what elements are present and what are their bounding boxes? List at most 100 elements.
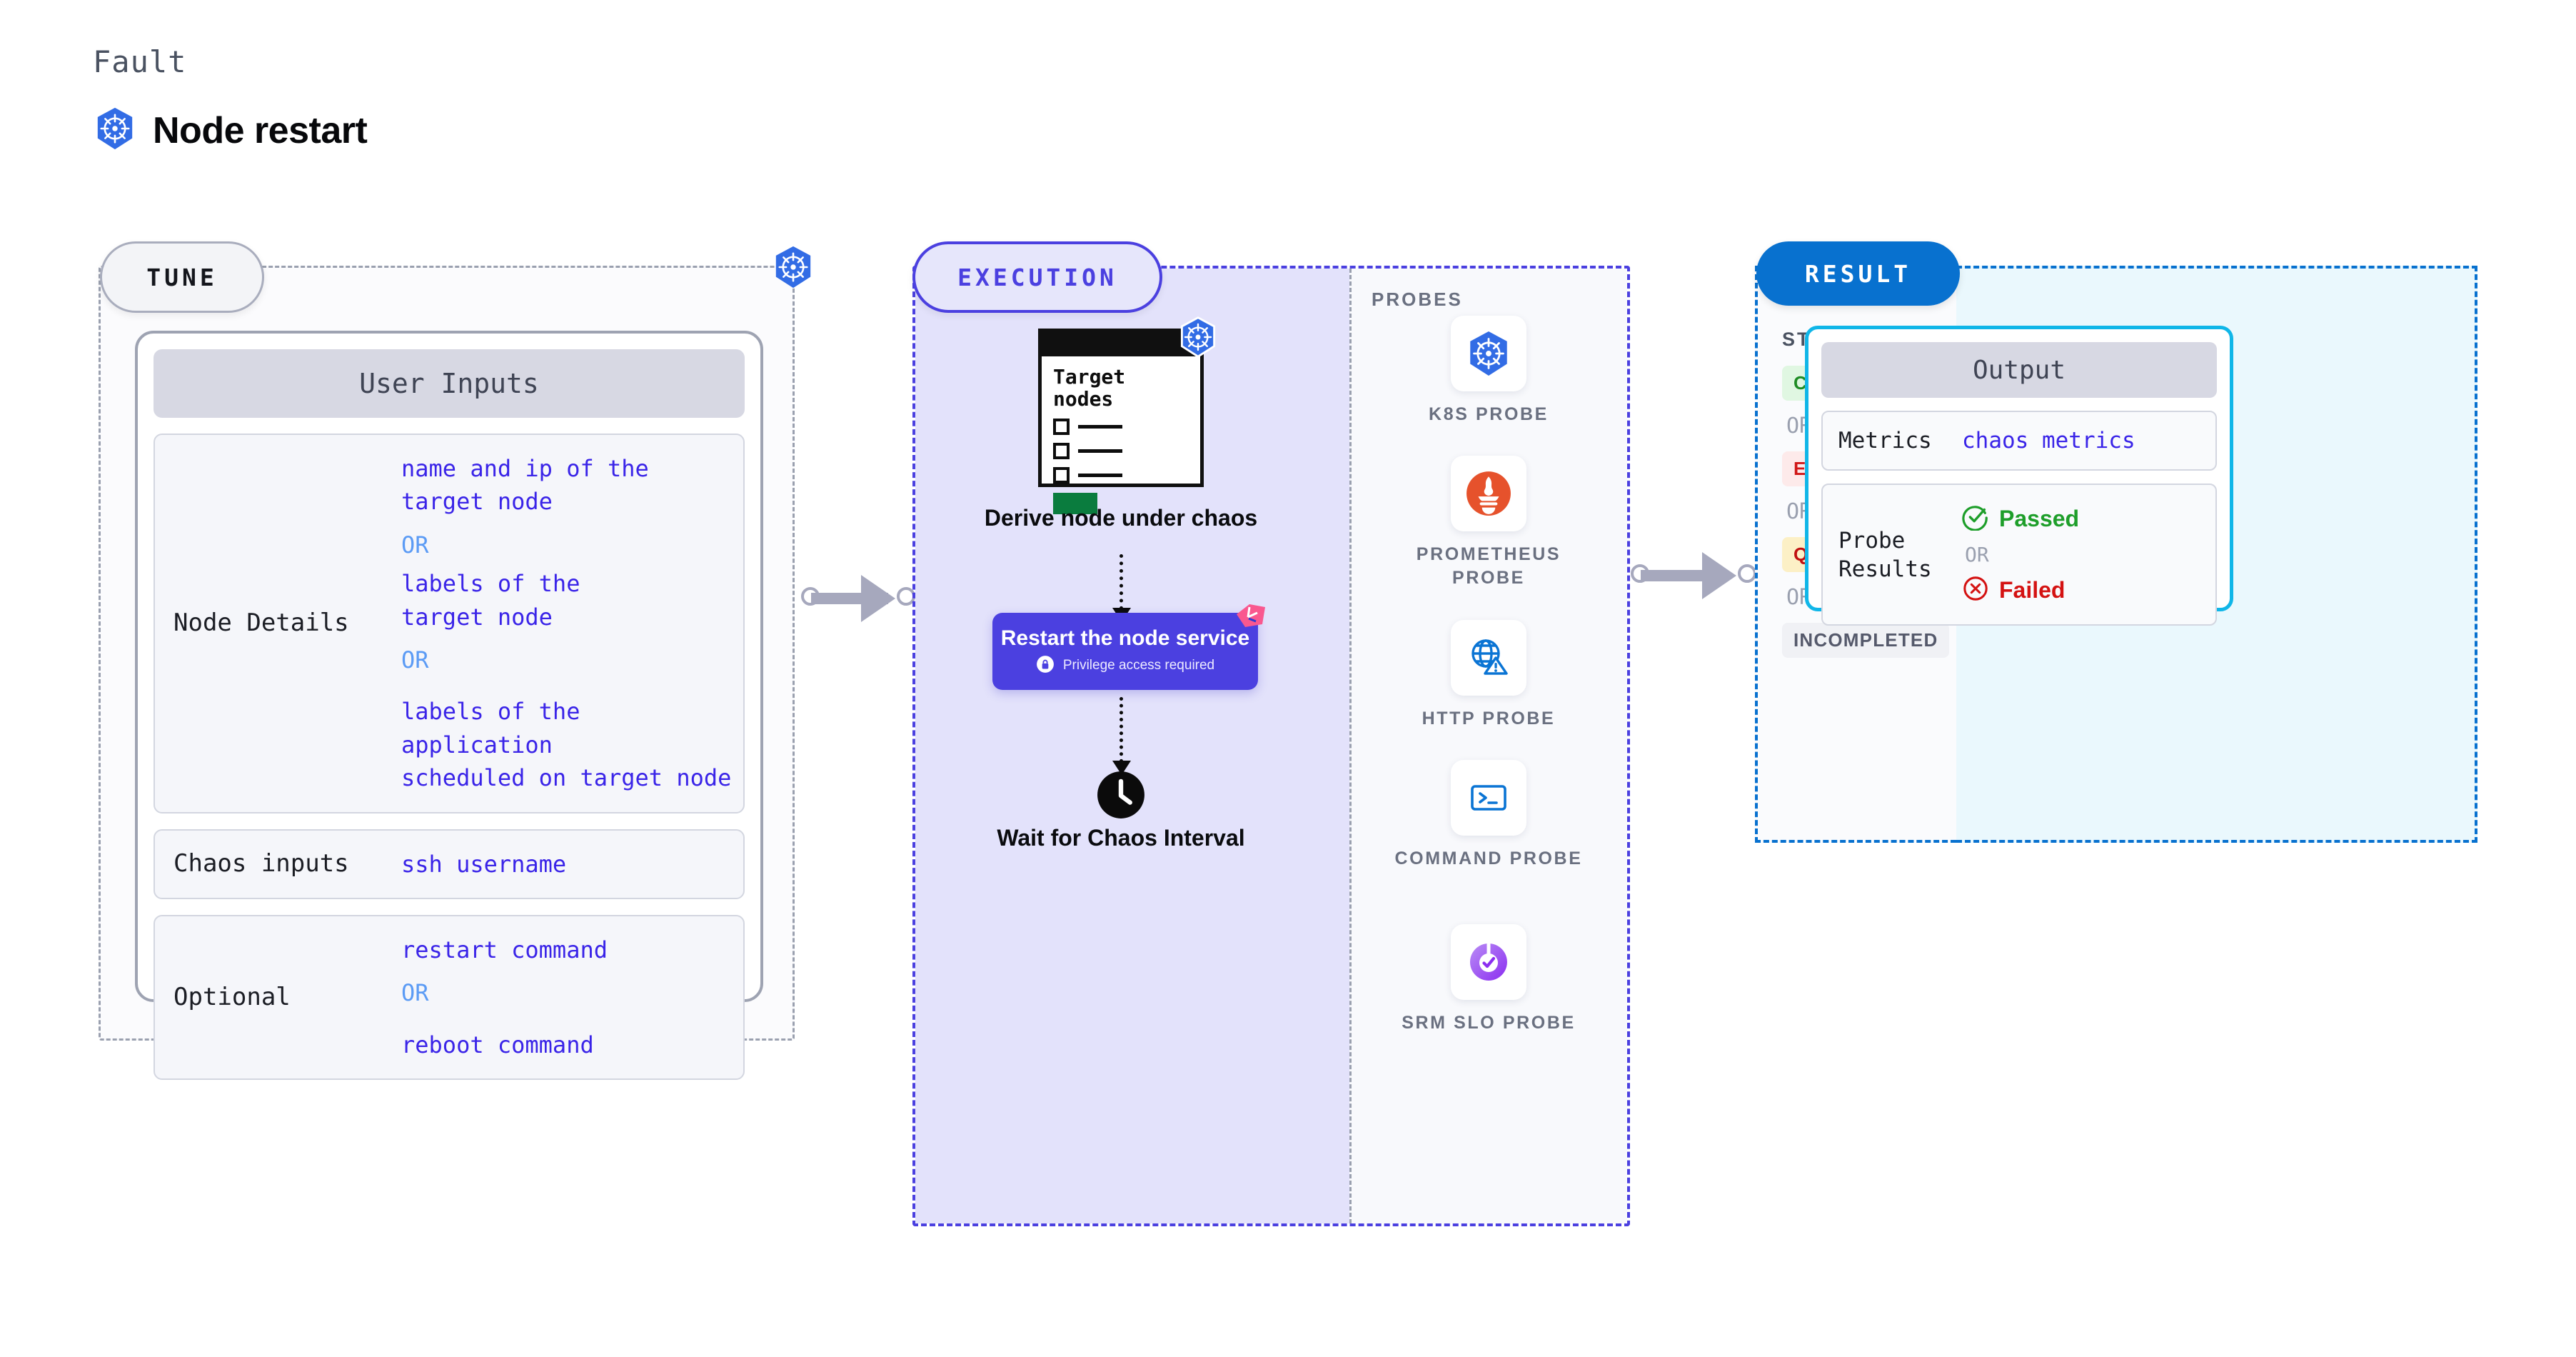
or-separator: OR — [401, 531, 429, 559]
input-value: restart command — [401, 936, 608, 963]
tune-badge[interactable]: TUNE — [100, 241, 264, 313]
checkbox-icon — [1053, 418, 1070, 435]
clock-icon — [1097, 771, 1145, 823]
list-line — [1078, 449, 1122, 453]
input-value-group: name and ip of the target node OR labels… — [401, 452, 743, 795]
prometheus-icon — [1451, 456, 1526, 531]
step-caption-derive-node: Derive node under chaos — [984, 505, 1258, 531]
input-value: labels of the — [401, 570, 580, 598]
probe-label: COMMAND PROBE — [1394, 848, 1583, 868]
execution-panel: Target nodes — [912, 266, 1630, 1226]
kubernetes-icon — [771, 245, 815, 293]
result-panel: STATUS COMPLETED OR ERRORED OR QUEUED OR… — [1755, 266, 2477, 843]
flow-arrow — [1112, 554, 1131, 622]
or-separator: OR — [401, 646, 429, 674]
probe-label: SRM SLO PROBE — [1402, 1013, 1576, 1033]
probe-k8s[interactable]: K8S PROBE — [1382, 316, 1596, 426]
input-key: Chaos inputs — [173, 848, 349, 878]
output-title: Output — [1821, 342, 2217, 398]
globe-warning-icon — [1451, 620, 1526, 696]
step-restart-node-service[interactable]: Restart the node service Privilege acces… — [992, 604, 1265, 690]
or-separator: OR — [401, 979, 429, 1007]
or-separator: OR — [1965, 543, 1989, 567]
probe-prometheus[interactable]: PROMETHEUS PROBE — [1382, 456, 1596, 589]
checklist-item — [1053, 442, 1189, 459]
probe-label: K8S PROBE — [1429, 404, 1549, 424]
probe-label: PROMETHEUS PROBE — [1416, 544, 1561, 588]
probes-label: PROBES — [1372, 289, 1463, 310]
input-key: Optional — [173, 982, 291, 1011]
probe-result-label: Failed — [1999, 577, 2066, 604]
user-inputs-card: User Inputs Node Details name and ip of … — [135, 331, 763, 1081]
x-circle-icon — [1962, 575, 1989, 606]
step-caption-wait-for-chaos-interval: Wait for Chaos Interval — [997, 825, 1245, 851]
check-circle-icon — [1962, 504, 1989, 534]
input-value: name and ip of the — [401, 455, 649, 482]
input-value: labels of the application — [401, 698, 580, 758]
input-value: scheduled on target node — [401, 764, 732, 792]
connector-execution-to-result — [1631, 552, 1758, 599]
arrow-head — [1112, 761, 1131, 775]
title-row: Node restart — [93, 106, 368, 154]
input-value: target node — [401, 488, 553, 516]
srm-slo-donut-icon — [1451, 924, 1526, 1000]
input-row-node-details: Node Details name and ip of the target n… — [154, 434, 745, 813]
probe-results-group: Passed OR Failed — [1962, 504, 2079, 606]
output-key: Probe Results — [1838, 527, 1932, 582]
page-header: Fault Node restart — [93, 44, 368, 154]
probe-srm-slo[interactable]: SRM SLO PROBE — [1382, 924, 1596, 1035]
step-title: Restart the node service — [1000, 626, 1250, 650]
input-value: target node — [401, 603, 553, 631]
input-value: reboot command — [401, 1031, 594, 1058]
connector-arrowhead — [861, 575, 895, 622]
lock-icon — [1036, 655, 1055, 677]
flow-arrow — [1112, 697, 1131, 775]
input-value-group: restart command OR reboot command — [401, 933, 608, 1061]
card-body: Target nodes — [1042, 356, 1200, 514]
input-key: Node Details — [173, 608, 349, 637]
fault-label: Fault — [93, 44, 187, 79]
probes-column: PROBES K8S PROBE — [1349, 269, 1627, 1223]
input-row-optional: Optional restart command OR reboot comma… — [154, 914, 745, 1081]
target-nodes-heading: Target nodes — [1053, 365, 1126, 411]
page-title: Node restart — [153, 109, 368, 151]
output-row-probe-results: Probe Results Passed OR — [1821, 484, 2217, 626]
probe-result-passed: Passed — [1962, 504, 2079, 534]
probe-label: HTTP PROBE — [1422, 708, 1556, 728]
probe-http[interactable]: HTTP PROBE — [1382, 620, 1596, 731]
execution-badge[interactable]: EXECUTION — [912, 241, 1162, 313]
status-badge-incompleted: INCOMPLETED — [1782, 623, 1950, 658]
step-subtitle: Privilege access required — [1062, 658, 1215, 673]
checklist-item — [1053, 466, 1189, 484]
connector-end-dot — [1738, 564, 1756, 583]
output-row-metrics: Metrics chaos metrics — [1821, 411, 2217, 471]
probe-result-failed: Failed — [1962, 575, 2079, 606]
kubernetes-icon — [1451, 316, 1526, 391]
probe-command[interactable]: COMMAND PROBE — [1382, 760, 1596, 871]
fault-injection-marker-icon — [1234, 603, 1268, 638]
target-nodes-card: Target nodes — [1038, 316, 1216, 514]
arrow-line — [1120, 697, 1123, 763]
connector-tune-to-execution — [801, 575, 915, 622]
output-key: Metrics — [1838, 428, 1932, 454]
probe-result-label: Passed — [1999, 506, 2080, 532]
input-value-group: ssh username — [401, 848, 566, 881]
checklist-item — [1053, 418, 1189, 435]
checkbox-icon — [1053, 466, 1070, 484]
privilege-note: Privilege access required — [1036, 655, 1214, 677]
spacer — [401, 1016, 608, 1028]
checkbox-icon — [1053, 442, 1070, 459]
list-line — [1078, 473, 1122, 477]
green-bar-icon — [1053, 492, 1097, 514]
card-titlebar — [1042, 332, 1200, 356]
output-value: chaos metrics — [1962, 428, 2135, 454]
kubernetes-icon — [1177, 316, 1219, 361]
connector-arrowhead — [1702, 552, 1736, 599]
tune-panel: User Inputs Node Details name and ip of … — [99, 246, 811, 1081]
input-row-chaos-inputs: Chaos inputs ssh username — [154, 828, 745, 899]
output-card: Output Metrics chaos metrics Probe Resul… — [1805, 326, 2233, 626]
spacer — [401, 682, 743, 695]
terminal-icon — [1451, 760, 1526, 836]
execution-flow-column: Target nodes — [915, 269, 1349, 1223]
result-badge[interactable]: RESULT — [1756, 241, 1960, 306]
